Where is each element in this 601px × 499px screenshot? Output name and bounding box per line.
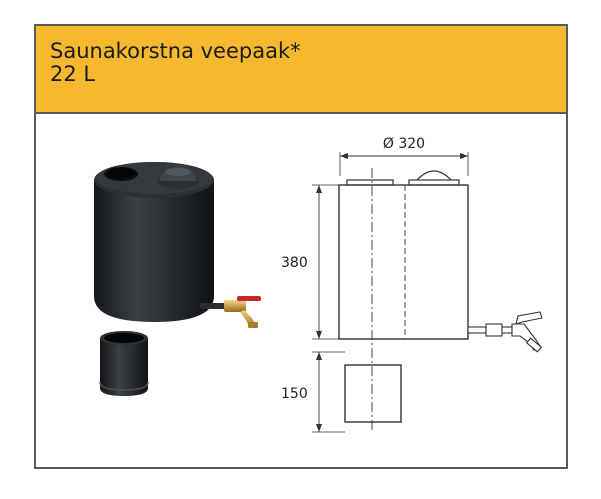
water-tank-photo-icon	[94, 162, 214, 322]
chimney-pipe-photo-icon	[99, 331, 149, 396]
tank-height-label: 380	[281, 255, 308, 271]
tap-icon	[467, 311, 543, 353]
diameter-label: Ø 320	[383, 136, 425, 152]
tap-photo-icon	[200, 296, 261, 328]
pipe-height-label: 150	[281, 386, 308, 402]
product-title: Saunakorstna veepaak* 22 L	[50, 40, 301, 86]
product-title-line2: 22 L	[50, 62, 96, 86]
product-title-line1: Saunakorstna veepaak*	[50, 39, 301, 63]
product-header: Saunakorstna veepaak* 22 L	[36, 26, 566, 114]
technical-drawing	[312, 152, 469, 433]
